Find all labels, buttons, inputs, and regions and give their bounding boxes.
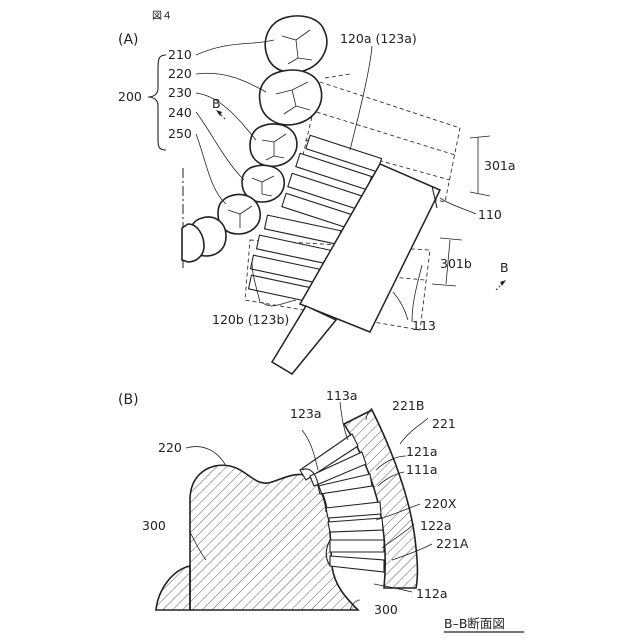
label-111a: 111a xyxy=(406,462,438,477)
tooth-210 xyxy=(265,16,327,73)
label-301b: 301b xyxy=(440,256,472,271)
panel-b-label: (B) xyxy=(118,392,139,408)
label-300-bottom: 300 xyxy=(374,602,398,617)
label-120b: 120b (123b) xyxy=(212,312,289,327)
label-112a: 112a xyxy=(416,586,448,601)
label-220: 220 xyxy=(168,66,192,81)
label-200: 200 xyxy=(118,89,142,104)
label-122a: 122a xyxy=(420,518,452,533)
gum-300 xyxy=(156,566,190,610)
label-220X: 220X xyxy=(424,496,457,511)
label-113: 113 xyxy=(412,318,436,333)
label-301a: 301a xyxy=(484,158,516,173)
label-220-b: 220 xyxy=(158,440,182,455)
label-221A: 221A xyxy=(436,536,469,551)
label-121a: 121a xyxy=(406,444,438,459)
label-120a: 120a (123a) xyxy=(340,31,417,46)
section-arrow-lower: B xyxy=(496,260,509,290)
panel-a-label: (A) xyxy=(118,32,139,48)
label-221B: 221B xyxy=(392,398,424,413)
label-113a: 113a xyxy=(326,388,358,403)
label-110: 110 xyxy=(478,207,502,222)
svg-text:B: B xyxy=(212,96,221,111)
label-300-left: 300 xyxy=(142,518,166,533)
tooth-230 xyxy=(250,124,297,166)
tooth-220 xyxy=(259,70,321,125)
label-240: 240 xyxy=(168,105,192,120)
figure-caption: 図４ xyxy=(152,10,172,22)
section-arrow-upper: B xyxy=(212,96,226,120)
label-250: 250 xyxy=(168,126,192,141)
label-123a: 123a xyxy=(290,406,322,421)
brace-200 xyxy=(148,55,166,150)
svg-text:B: B xyxy=(500,260,509,275)
label-221: 221 xyxy=(432,416,456,431)
label-230: 230 xyxy=(168,85,192,100)
label-210: 210 xyxy=(168,47,192,62)
section-title: B–B断面図 xyxy=(444,616,505,631)
